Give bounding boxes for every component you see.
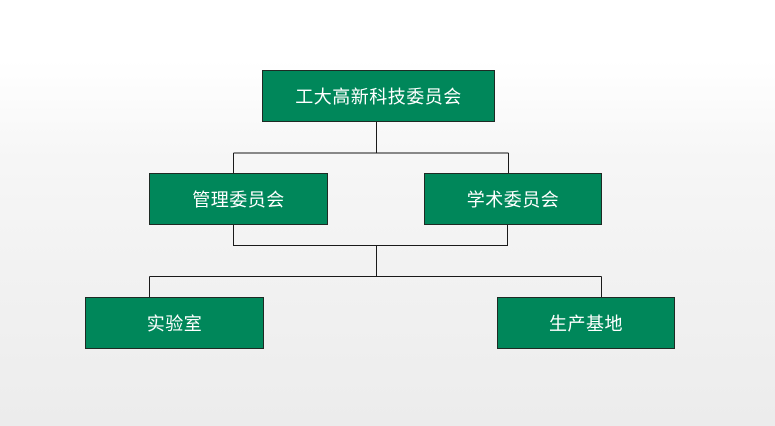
node-production-base-label: 生产基地 (549, 314, 623, 335)
node-academic-committee-label: 学术委员会 (466, 190, 560, 211)
node-tech-committee: 工大高新科技委员会 (262, 70, 495, 122)
node-production-base: 生产基地 (497, 297, 675, 349)
node-management-committee-label: 管理委员会 (192, 190, 285, 211)
node-management-committee: 管理委员会 (149, 173, 328, 225)
node-academic-committee: 学术委员会 (424, 173, 602, 225)
node-laboratory: 实验室 (85, 297, 264, 349)
connector-merge-bracket (233, 225, 508, 246)
node-laboratory-label: 实验室 (146, 314, 203, 335)
node-tech-committee-label: 工大高新科技委员会 (295, 87, 462, 108)
